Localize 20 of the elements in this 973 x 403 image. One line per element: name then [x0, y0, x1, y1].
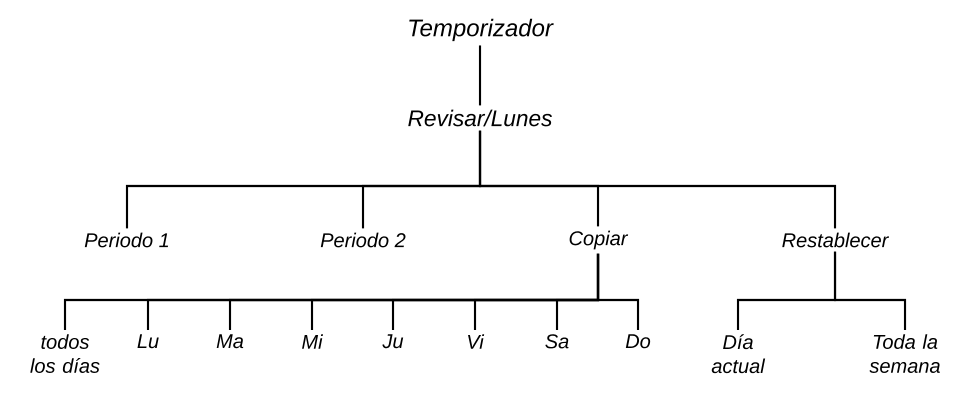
connector-line: [834, 252, 906, 330]
tree-label: Sa: [545, 334, 569, 348]
tree-label: todos los días: [30, 334, 100, 373]
tree-label: Ma: [216, 334, 244, 348]
tree-label: Lu: [137, 334, 159, 348]
tree-label: Vi: [468, 334, 484, 349]
tree-label: Restablecer: [782, 232, 890, 248]
tree-label: Revisar/Lunes: [408, 110, 552, 126]
connector-line: [596, 254, 640, 330]
tree-label: Día actual: [712, 334, 766, 374]
tree-label: Copiar: [570, 230, 628, 250]
tree-label: Periodo 2: [320, 232, 406, 248]
tree-label: Mi: [302, 334, 323, 349]
tree-label: Toda la semana: [869, 334, 940, 373]
connector-line: [478, 130, 836, 228]
tree-label: Ju: [382, 334, 404, 348]
tree-label: Periodo 1: [84, 232, 168, 248]
tree-label: Temporizador: [409, 18, 554, 42]
connector-line: [478, 45, 482, 106]
tree-label: Do: [626, 334, 650, 348]
